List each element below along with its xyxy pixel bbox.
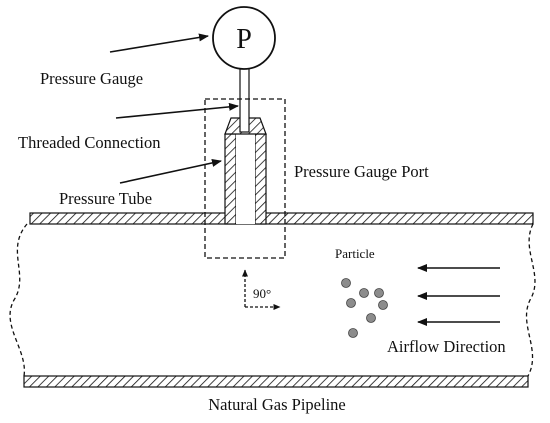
particle: [374, 288, 384, 298]
gauge-letter: P: [236, 24, 252, 55]
particle: [341, 278, 351, 288]
pressure-tube-left-wall: [224, 133, 237, 225]
pressure-tube-leader: [119, 159, 222, 184]
pipe-bottom-wall: [23, 375, 529, 388]
pressure-tube-bore: [236, 134, 255, 224]
airflow-direction-label: Airflow Direction: [387, 337, 506, 356]
pressure-gauge-label: Pressure Gauge: [40, 69, 143, 88]
particle-label: Particle: [335, 246, 375, 261]
pipe-top-wall: [29, 212, 534, 225]
particle: [378, 300, 388, 310]
threaded-connection-label: Threaded Connection: [18, 133, 161, 152]
particle: [359, 288, 369, 298]
airflow-arrows: [417, 264, 500, 326]
particle: [348, 328, 358, 338]
pressure-gauge-port-box: [204, 98, 286, 259]
angle-label: 90°: [253, 286, 271, 301]
particle: [346, 298, 356, 308]
particles: [341, 278, 388, 338]
angle-indicator: 90°: [242, 269, 281, 310]
pressure-tube-right-wall: [254, 133, 267, 225]
pipe-break-right: [525, 223, 536, 377]
particle: [366, 313, 376, 323]
pressure-tube-label: Pressure Tube: [59, 189, 152, 208]
threaded-connection-leader: [115, 102, 239, 119]
pressure-gauge-leader: [109, 33, 209, 53]
pipe-break-left: [9, 223, 28, 377]
pressure-gauge-port-label: Pressure Gauge Port: [294, 162, 429, 181]
pressure-gauge: P: [212, 6, 276, 70]
pipeline-label: Natural Gas Pipeline: [208, 395, 345, 414]
